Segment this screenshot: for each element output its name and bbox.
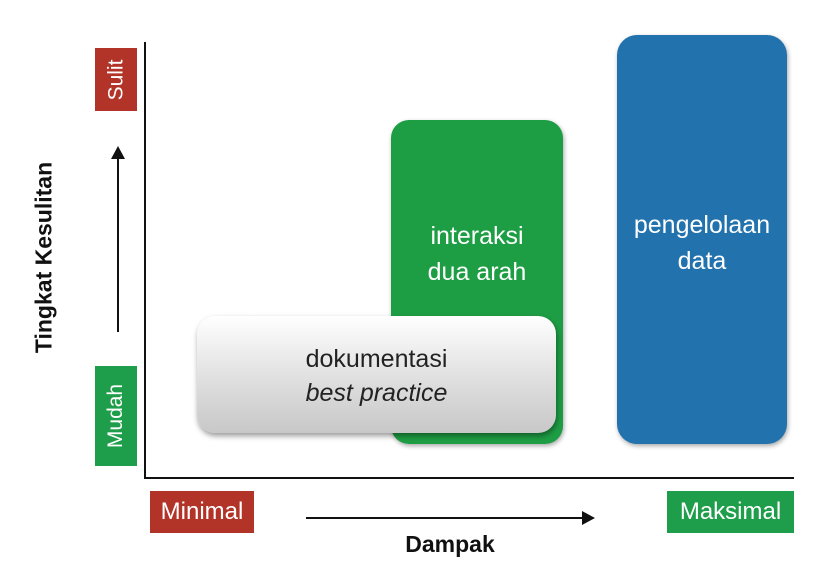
y-axis-title-text: Tingkat Kesulitan (30, 161, 57, 354)
box-dokumentasi-best-practice: dokumentasi best practice (197, 316, 556, 433)
y-high-tag: Sulit (95, 48, 137, 111)
x-high-label: Maksimal (679, 498, 782, 525)
x-axis-line (144, 477, 794, 479)
up-arrow-line (117, 158, 119, 332)
box-blue-line1: pengelolaan (633, 211, 771, 239)
y-low-tag: Mudah (95, 366, 137, 466)
x-axis-title: Dampak (405, 531, 495, 557)
x-high-tag: Maksimal (667, 491, 794, 533)
up-arrow-icon (111, 146, 125, 159)
box-green-line1: interaksi (430, 222, 524, 250)
x-low-label: Minimal (160, 498, 244, 525)
x-low-tag: Minimal (150, 491, 254, 533)
box-green-line2: dua arah (427, 258, 527, 286)
box-blue-line2: data (677, 247, 727, 275)
right-arrow-icon (582, 511, 595, 525)
y-low-label: Mudah (104, 383, 127, 449)
y-axis-line (144, 42, 146, 479)
box-pengelolaan-data: pengelolaan data (617, 35, 787, 444)
box-gray-line2: best practice (305, 379, 448, 407)
right-arrow-line (306, 517, 582, 519)
y-high-label: Sulit (103, 59, 127, 100)
box-gray-line1: dokumentasi (305, 345, 448, 373)
